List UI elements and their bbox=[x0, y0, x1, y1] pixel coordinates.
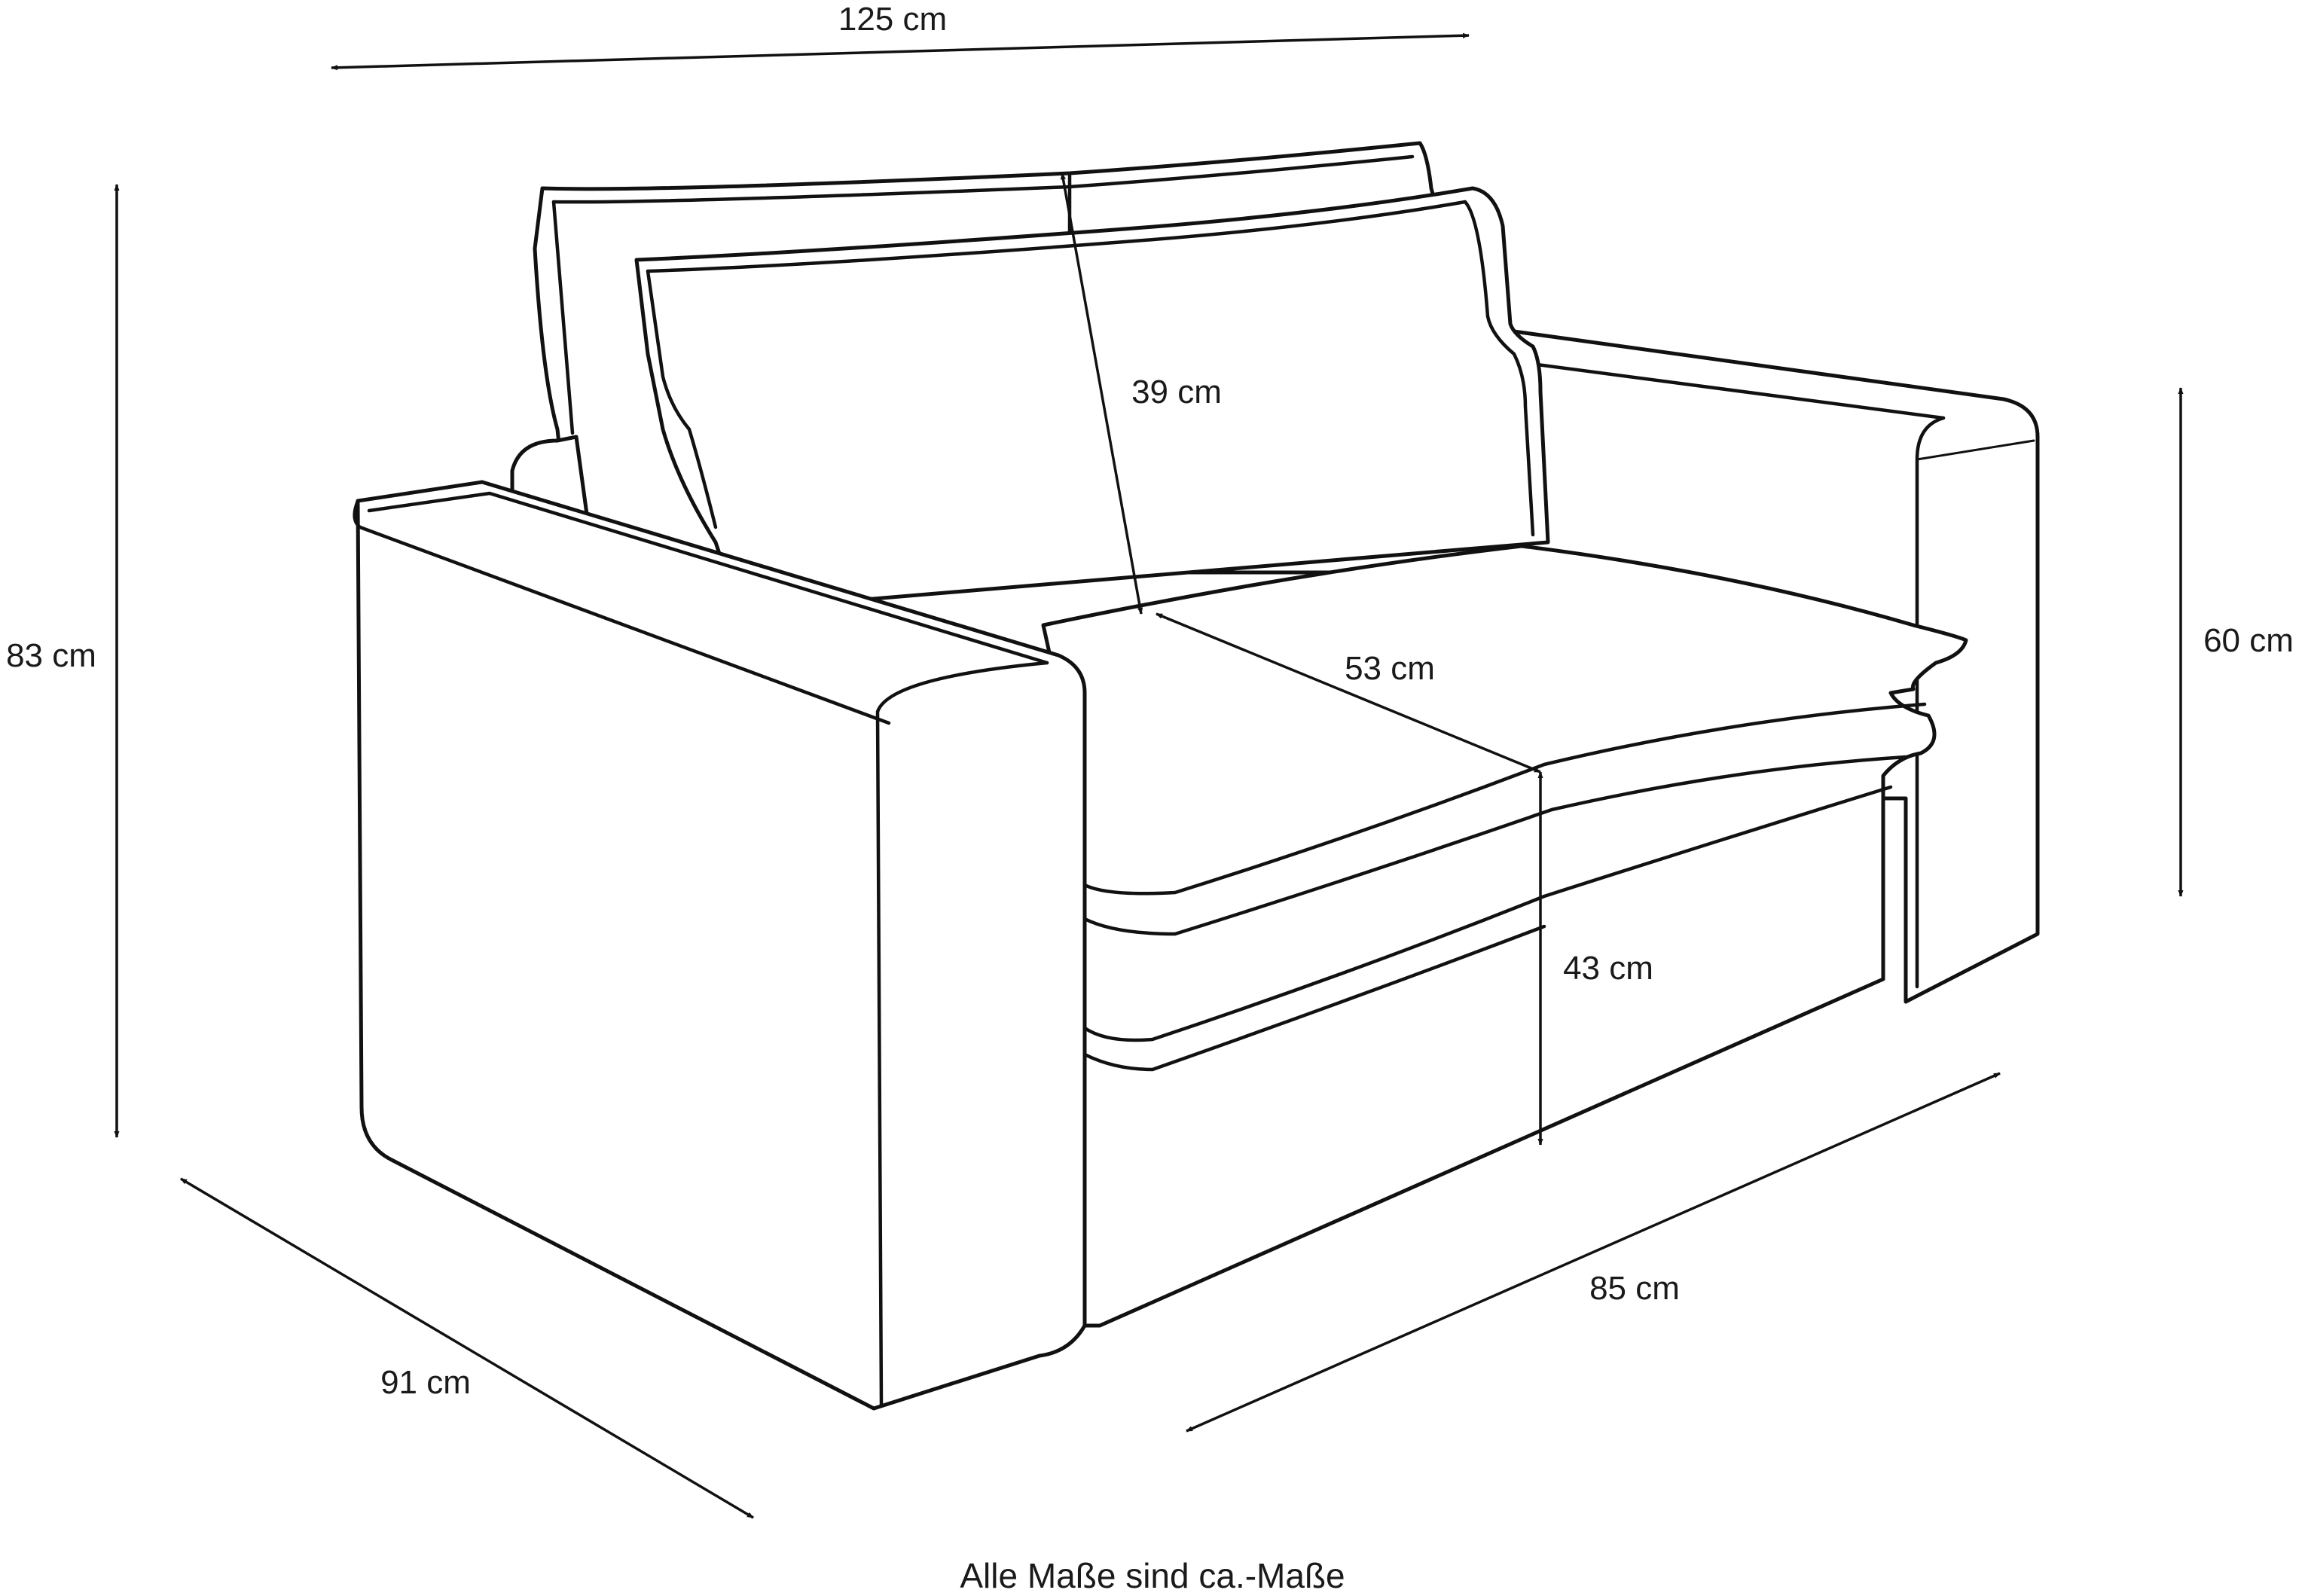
back-cushion-height-label: 39 cm bbox=[1131, 374, 1222, 410]
seat-height-label: 43 cm bbox=[1563, 950, 1653, 987]
seat-cushion bbox=[1041, 544, 1968, 1328]
left-armrest bbox=[353, 480, 1087, 1411]
back-cushion bbox=[634, 186, 1550, 612]
back-cushion-height-arrow bbox=[1060, 172, 1143, 615]
width-arrow bbox=[331, 32, 1470, 71]
caption: Alle Maße sind ca.-Maße bbox=[960, 1556, 1345, 1595]
dimension-lines bbox=[114, 32, 2184, 1519]
inner-width-arrow bbox=[1186, 1072, 2001, 1433]
inner-width-label: 85 cm bbox=[1589, 1270, 1680, 1307]
sofa-illustration bbox=[353, 141, 2040, 1411]
depth-arrow bbox=[180, 1177, 754, 1519]
seat-depth-label: 53 cm bbox=[1345, 650, 1435, 687]
height-label: 83 cm bbox=[6, 637, 96, 674]
depth-label: 91 cm bbox=[380, 1364, 471, 1401]
armrest-height-label: 60 cm bbox=[2203, 622, 2294, 659]
width-label: 125 cm bbox=[838, 1, 947, 38]
dimension-labels: 125 cm 83 cm 39 cm 53 cm 60 cm 43 cm 85 … bbox=[6, 1, 2294, 1401]
seat-depth-arrow bbox=[1156, 612, 1541, 774]
